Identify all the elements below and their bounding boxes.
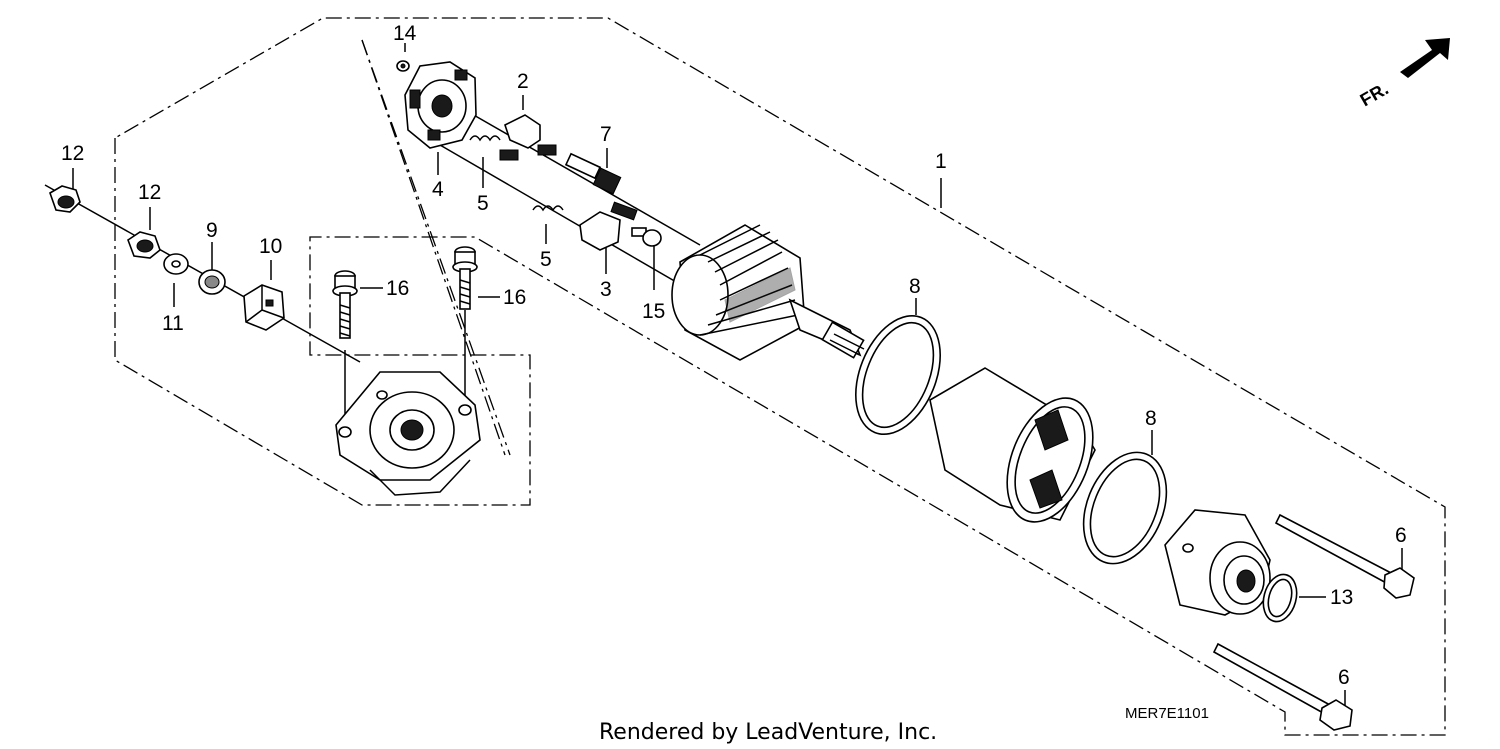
- washer-14: [396, 60, 410, 72]
- rear-cover-housing: [335, 371, 481, 496]
- callout-2: 2: [517, 70, 529, 93]
- brush-3: [579, 201, 638, 251]
- screw-15: [631, 227, 662, 247]
- front-direction-indicator: FR.: [1357, 38, 1450, 110]
- o-ring-8-front: [855, 314, 941, 436]
- callout-15: 15: [642, 300, 665, 323]
- bolt-6-lower: [1212, 642, 1353, 731]
- callout-1: 1: [935, 150, 947, 173]
- terminal-bolt-7: [564, 152, 622, 195]
- callout-4: 4: [432, 178, 444, 201]
- washer-11: [163, 253, 189, 275]
- callout-6-upper: 6: [1395, 524, 1407, 547]
- nut-9: [198, 269, 226, 295]
- callouts: 1 2 3 4 5 5 6 6 7 8 8 9 10 11 12 12 13 1…: [61, 22, 1407, 689]
- callout-6-lower: 6: [1338, 666, 1350, 689]
- render-credit: Rendered by LeadVenture, Inc.: [599, 720, 937, 745]
- brush-holder-4: [404, 61, 477, 149]
- callout-10: 10: [259, 235, 282, 258]
- bolt-16-right: [452, 246, 478, 310]
- callout-13: 13: [1330, 586, 1353, 609]
- callout-5-lower: 5: [540, 248, 552, 271]
- front-cover: [1164, 509, 1271, 616]
- spring-5-upper: [469, 135, 501, 142]
- front-direction-arrow-icon: [1400, 38, 1450, 78]
- callout-16-left: 16: [386, 277, 409, 300]
- assembly-boundary: [114, 17, 1446, 736]
- spring-5-lower: [532, 205, 564, 212]
- o-ring-8-rear: [1082, 451, 1168, 565]
- bolt-16-left: [332, 270, 358, 339]
- bolt-6-upper: [1274, 513, 1415, 599]
- callout-8-rear: 8: [1145, 407, 1157, 430]
- front-direction-label: FR.: [1357, 79, 1392, 111]
- o-ring-13: [1262, 573, 1298, 623]
- nut-12-inner: [127, 231, 161, 259]
- callout-11: 11: [162, 312, 184, 335]
- callout-7: 7: [600, 123, 612, 146]
- callout-9: 9: [206, 219, 218, 242]
- callout-5-upper: 5: [477, 192, 489, 215]
- yoke: [929, 367, 1096, 523]
- drawing-code: MER7E1101: [1125, 705, 1209, 722]
- callout-12-outer: 12: [61, 142, 84, 165]
- leader-lines: [44, 43, 1403, 713]
- callout-3: 3: [600, 278, 612, 301]
- callout-16-right: 16: [503, 286, 526, 309]
- insulator-10: [243, 284, 285, 331]
- callout-12-inner: 12: [138, 181, 161, 204]
- brush-2: [499, 114, 557, 161]
- nut-12-outer: [49, 185, 81, 213]
- callout-8-front: 8: [909, 275, 921, 298]
- armature: [671, 224, 865, 361]
- callout-14: 14: [393, 22, 417, 45]
